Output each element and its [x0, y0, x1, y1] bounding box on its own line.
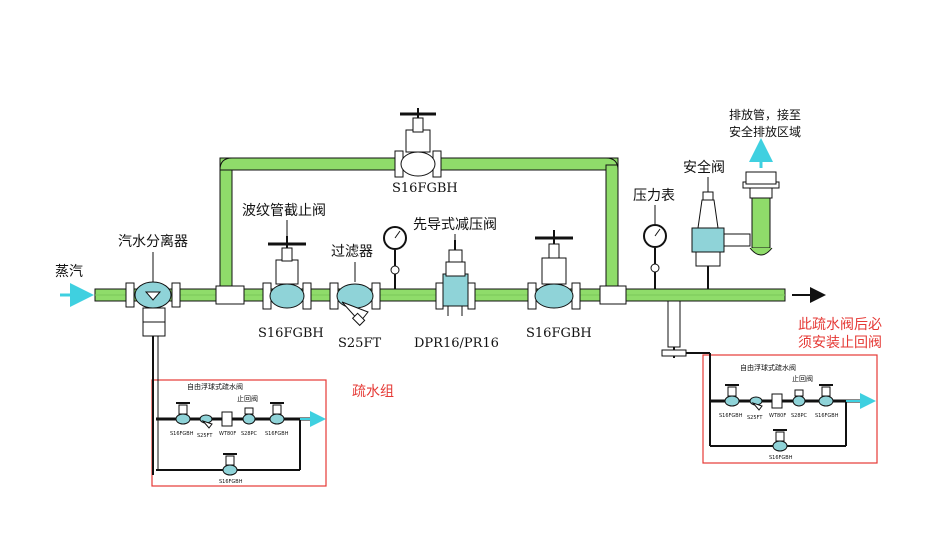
- left-drain-valve2-icon: [269, 402, 285, 425]
- discharge-pipe: [742, 171, 780, 256]
- separator-label: 汽水分离器: [118, 233, 188, 250]
- safety-valve-label: 安全阀: [683, 159, 725, 176]
- left-drain-check-label: 止回阀: [237, 394, 258, 403]
- left-drain-title: 自由浮球式疏水阀: [187, 382, 243, 391]
- discharge-label-line2: 安全排放区域: [729, 124, 801, 139]
- left-drain-bypass-valve-icon: [222, 453, 238, 476]
- steam-separator: [125, 281, 181, 365]
- left-drain-check-icon: [242, 407, 256, 425]
- bypass-valve-model: S16FGBH: [392, 181, 458, 196]
- check-note-line1: 此疏水阀后必: [798, 317, 882, 333]
- left-drain-model-s25: S25FT: [197, 433, 213, 439]
- steam-label: 蒸汽: [55, 264, 83, 280]
- valve2-model: S16FGBH: [526, 326, 592, 341]
- safety-valve: [691, 191, 751, 289]
- right-drain-title: 自由浮球式疏水阀: [740, 363, 796, 372]
- left-tee: [215, 285, 245, 305]
- valve1-model: S16FGBH: [258, 326, 324, 341]
- right-drain-model-v2: S16FGBH: [815, 413, 839, 419]
- inlet-globe-valve: [262, 236, 312, 310]
- right-drain-check-icon: [792, 389, 806, 407]
- right-drain-model-trap: WT80F: [769, 413, 786, 419]
- right-drain-model-v1: S16FGBH: [719, 413, 743, 419]
- filter-model: S25FT: [338, 336, 381, 351]
- outlet-globe-valve: [527, 230, 581, 310]
- right-drip-leg: [661, 300, 687, 358]
- bypass-globe-valve: [394, 108, 442, 178]
- right-tee: [599, 285, 627, 305]
- left-drain-model-trap: WT80F: [219, 431, 236, 437]
- left-drain-model-v1: S16FGBH: [170, 431, 194, 437]
- strainer-filter: [329, 282, 381, 327]
- right-drain-bypass-valve-icon: [772, 429, 788, 452]
- downstream-pressure-gauge-icon: [643, 224, 667, 289]
- check-note-line2: 须安装止回阀: [798, 335, 882, 351]
- left-drain-valve1-icon: [175, 402, 191, 425]
- pilot-reducing-valve: [435, 240, 476, 316]
- upstream-pressure-gauge-icon: [383, 226, 407, 289]
- right-drain-valve1-icon: [724, 384, 740, 407]
- drain-group-right-frame: [702, 354, 878, 464]
- pilot-reducer-label: 先导式减压阀: [413, 217, 497, 233]
- bellows-valve-label: 波纹管截止阀: [242, 203, 326, 219]
- left-drain-trap-icon: [221, 411, 233, 427]
- drain-group-label: 疏水组: [352, 384, 394, 400]
- pressure-gauge-label: 压力表: [633, 188, 675, 204]
- left-drain-model-v2: S16FGBH: [265, 431, 289, 437]
- right-drain-trap-icon: [771, 393, 783, 409]
- left-drain-strainer-icon: [199, 414, 213, 429]
- left-drain-model-s28: S28PC: [241, 431, 258, 437]
- discharge-label-line1: 排放管，接至: [729, 107, 801, 122]
- right-drain-check-label: 止回阀: [792, 374, 813, 383]
- right-drain-model-s25: S25FT: [747, 415, 763, 421]
- filter-label: 过滤器: [331, 244, 373, 260]
- reducer-model: DPR16/PR16: [414, 336, 499, 351]
- right-drain-strainer-icon: [749, 396, 763, 411]
- left-drain-model-bottom: S16FGBH: [219, 479, 243, 485]
- right-drain-valve2-icon: [818, 384, 834, 407]
- right-drain-model-s28: S28PC: [791, 413, 808, 419]
- right-drain-model-bottom: S16FGBH: [769, 455, 793, 461]
